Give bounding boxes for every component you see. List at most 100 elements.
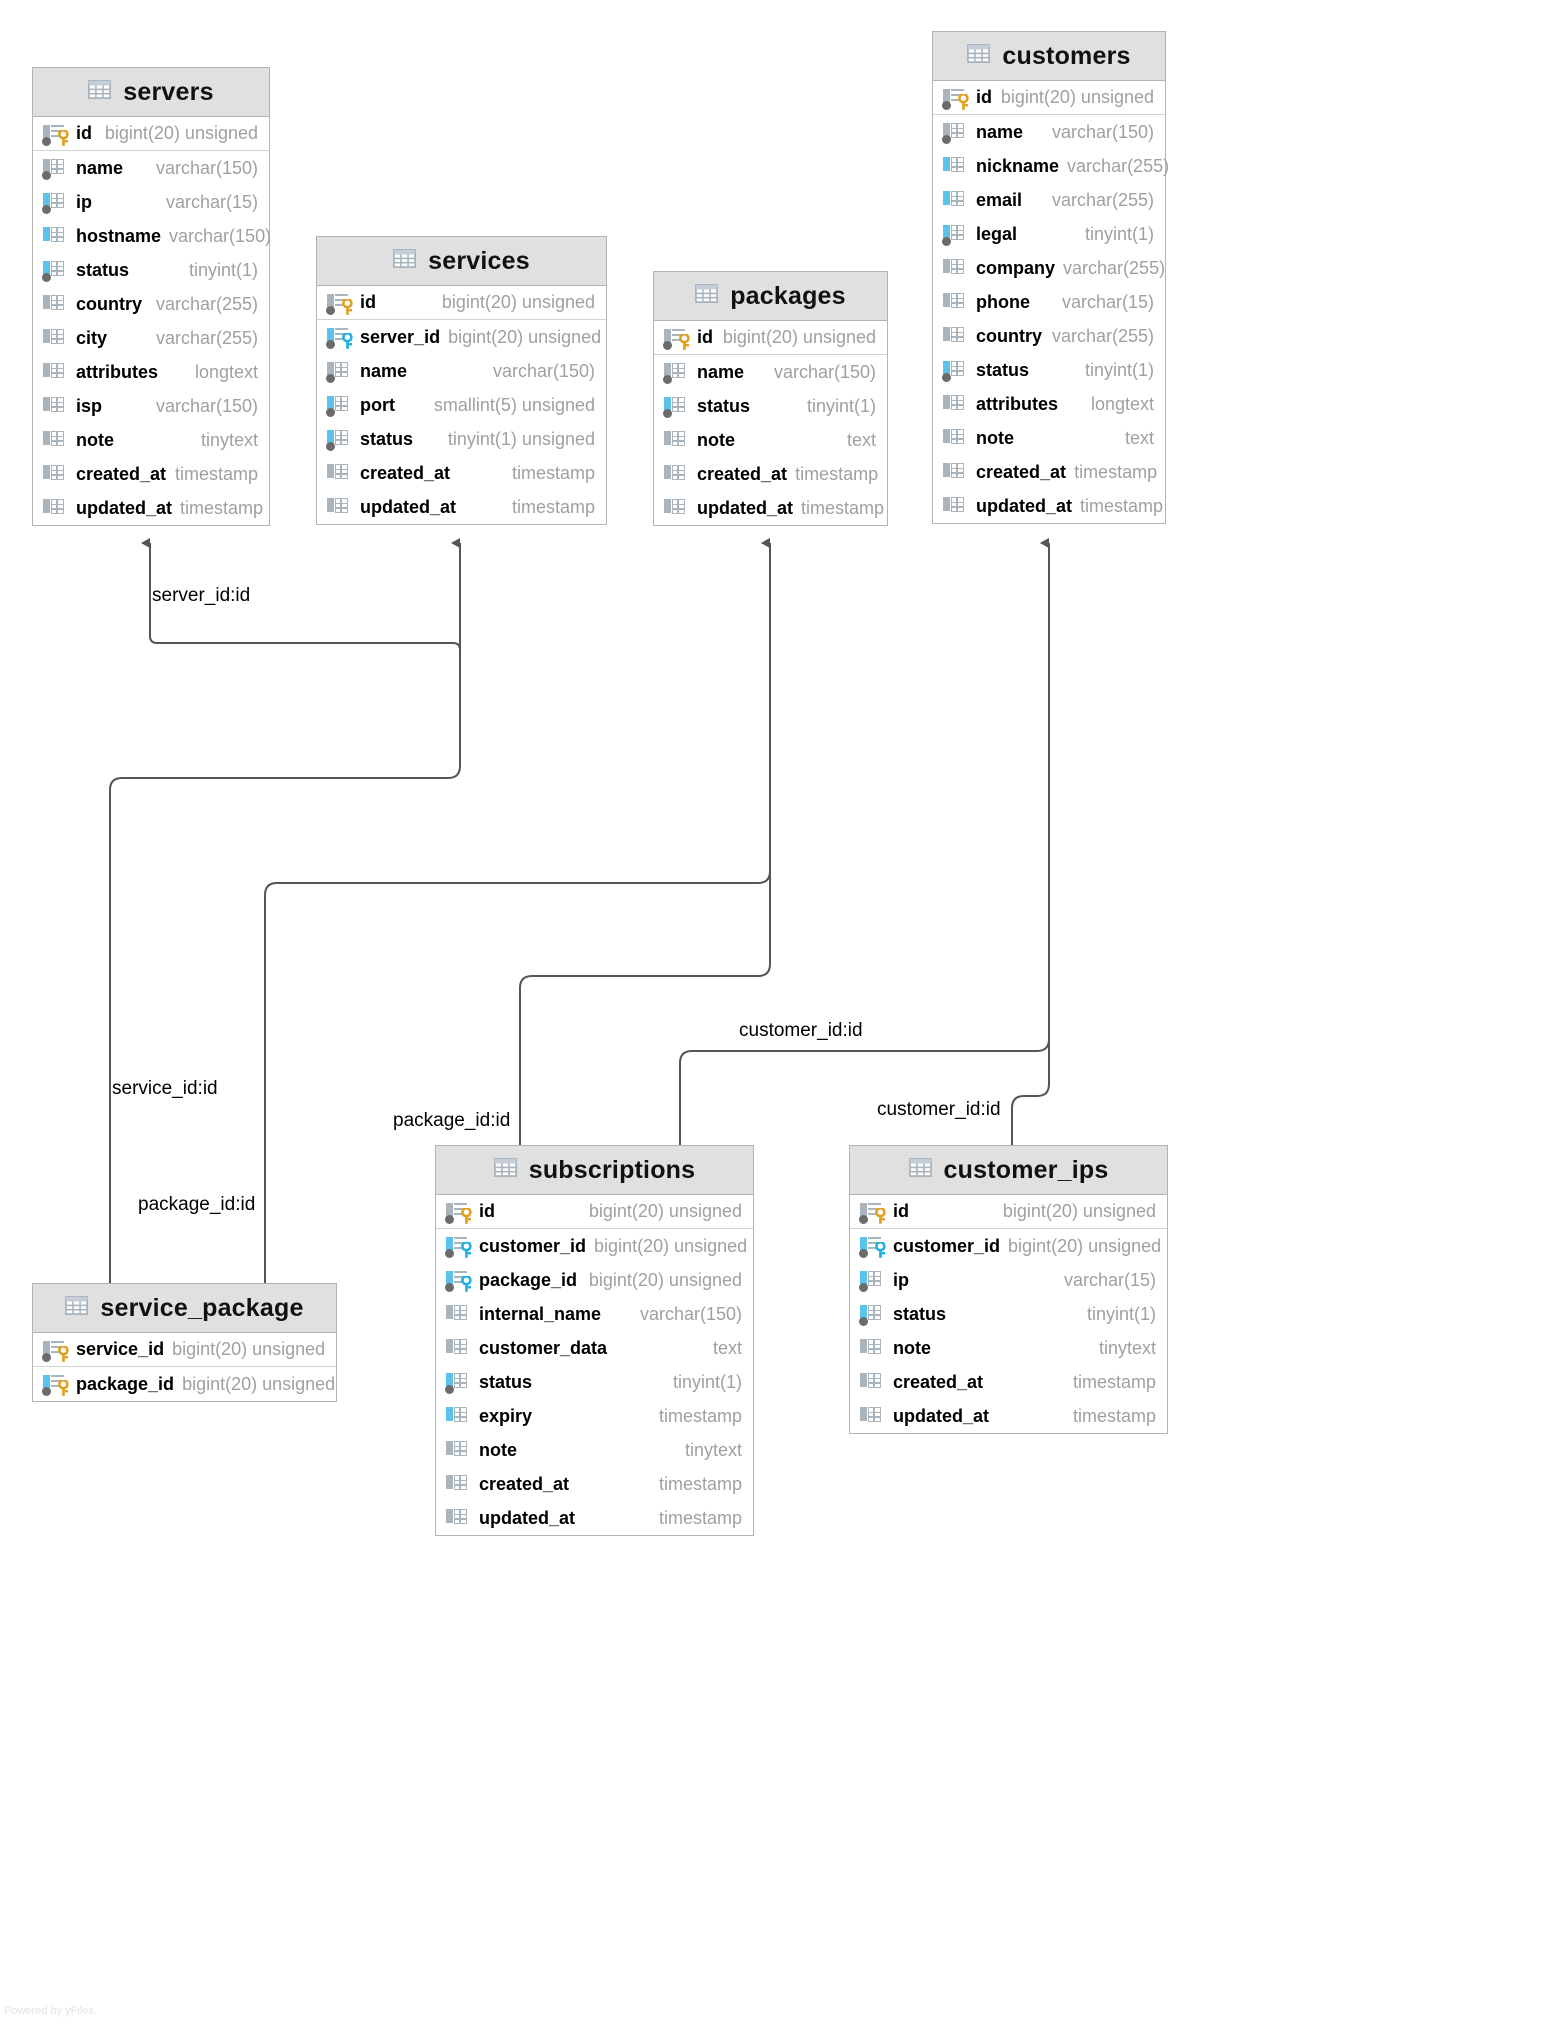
column-type: timestamp xyxy=(1072,1371,1156,1392)
column-name: customer_data xyxy=(479,1337,608,1358)
column-icon-grid xyxy=(42,463,68,485)
edge-servicepackage-services xyxy=(109,538,461,1293)
column-icon-fk-key xyxy=(326,326,353,349)
column-icon-grid xyxy=(942,121,968,144)
entity-header: subscriptions xyxy=(436,1146,753,1195)
column-icon-grid xyxy=(445,1405,471,1427)
edge-label-package-id-sp: package_id:id xyxy=(138,1194,256,1215)
column-row[interactable]: customer_id bigint(20) unsigned xyxy=(436,1229,753,1263)
table-icon xyxy=(65,1295,89,1316)
column-type: timestamp xyxy=(174,463,258,484)
column-name: created_at xyxy=(76,463,167,484)
column-type: bigint(20) unsigned xyxy=(441,292,595,312)
entity-header: customers xyxy=(933,32,1165,81)
column-name: customer_id xyxy=(479,1235,587,1256)
column-type: bigint(20) unsigned xyxy=(594,1235,748,1256)
column-type: longtext xyxy=(194,361,258,382)
column-name: country xyxy=(976,325,1043,346)
column-row[interactable]: created_at timestamp xyxy=(33,457,269,491)
column-icon-grid xyxy=(942,291,968,313)
column-icon-grid xyxy=(42,361,68,383)
column-type: timestamp xyxy=(801,497,885,518)
table-icon xyxy=(967,43,991,68)
column-type: tinyint(1) xyxy=(672,1371,742,1392)
column-name: note xyxy=(976,427,1014,448)
entity-title: packages xyxy=(730,281,846,310)
column-type: bigint(20) unsigned xyxy=(1000,87,1154,107)
column-icon-grid xyxy=(445,1439,471,1461)
column-name: expiry xyxy=(479,1405,533,1426)
column-name: id xyxy=(893,1201,909,1221)
edge-label-server-id: server_id:id xyxy=(152,585,251,606)
column-icon-grid xyxy=(859,1371,885,1393)
column-icon-pk-key xyxy=(42,1339,69,1362)
entity-header: servers xyxy=(33,68,269,117)
